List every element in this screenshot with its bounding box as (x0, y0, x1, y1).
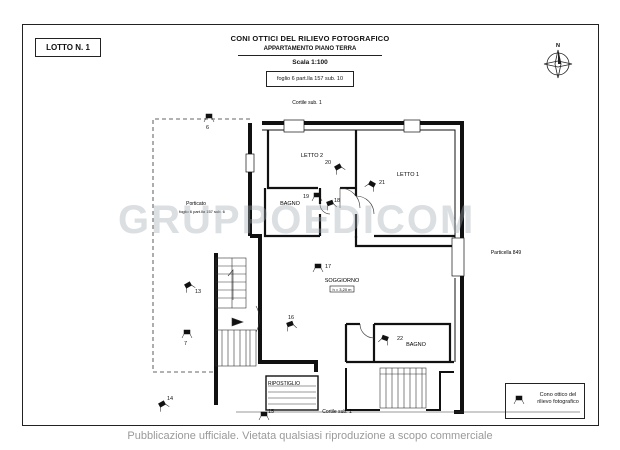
title-block: CONI OTTICI DEL RILIEVO FOTOGRAFICO APPA… (220, 34, 400, 66)
north-arrow-icon: N (543, 43, 573, 79)
room-height: h = 3,20 m (332, 287, 352, 292)
legend-camera-icon (513, 395, 525, 405)
camera-icon (378, 334, 389, 346)
room-soggiorno: SOGGIORNO (325, 278, 360, 284)
room-bagno-top: BAGNO (280, 201, 301, 207)
viewpoint-14: 14 (167, 396, 173, 402)
camera-icon (364, 180, 376, 192)
stairs-left (215, 257, 257, 367)
north-label: N (556, 43, 560, 49)
porch-outline (152, 118, 250, 373)
stairs-bottom (379, 367, 427, 409)
camera-icon (311, 192, 323, 202)
viewpoint-labels: 6 20 21 19 18 17 13 16 7 22 14 15 (167, 125, 403, 415)
viewpoint-20: 20 (325, 160, 331, 166)
room-ripostiglio: RIPOSTIGLIO (268, 381, 300, 387)
door-swings (255, 187, 375, 339)
legend-box: Cono ottico del rilievo fotografico (505, 383, 585, 419)
lot-label: LOTTO N. 1 (35, 38, 101, 57)
scale-label: Scala 1:100 (292, 59, 328, 66)
cortile-top-label: Cortile sub. 1 (292, 100, 322, 106)
drawing-frame (22, 24, 599, 426)
viewpoint-6: 6 (206, 125, 209, 131)
viewpoint-18: 18 (334, 198, 340, 204)
subtitle: APPARTAMENTO PIANO TERRA (263, 46, 357, 52)
porticato-sub-label: foglio 6 part.lla 157 sub. 6 (179, 209, 226, 214)
room-letto-2: LETTO 2 (301, 153, 323, 159)
windows (245, 119, 465, 277)
camera-icon (312, 263, 324, 273)
viewpoint-15: 15 (268, 409, 274, 415)
room-letto-1: LETTO 1 (397, 172, 419, 178)
ripostiglio-hatch (268, 385, 316, 405)
camera-icon (334, 163, 346, 175)
camera-icon (326, 199, 337, 211)
footer-notice: Pubblicazione ufficiale. Vietata qualsia… (127, 430, 493, 442)
bottom-wall (345, 368, 454, 411)
viewpoint-7: 7 (184, 341, 187, 347)
viewpoint-19: 19 (303, 194, 309, 200)
camera-icon (158, 400, 170, 412)
legend-label: Cono ottico del rilievo fotografico (537, 392, 579, 405)
viewpoint-13: 13 (195, 289, 201, 295)
camera-icon (286, 320, 297, 332)
height-box (329, 285, 355, 293)
camera-icon (258, 411, 270, 421)
main-title: CONI OTTICI DEL RILIEVO FOTOGRAFICO (230, 34, 390, 43)
room-bagno-bottom: BAGNO (406, 342, 427, 348)
camera-icon (184, 281, 196, 293)
cortile-bottom-label: Cortile sub. 1 (322, 409, 352, 415)
viewpoint-21: 21 (379, 180, 385, 186)
particella-label: Particella 849 (491, 250, 522, 256)
storage-room (265, 375, 319, 411)
camera-icon (203, 113, 215, 123)
viewpoint-16: 16 (288, 315, 294, 321)
camera-viewpoints (158, 113, 389, 421)
watermark: GRUPPOEDICOM (118, 198, 476, 242)
interior-walls (260, 130, 455, 364)
cadastral-label: foglio 6 part.lla 157 sub. 10 (266, 71, 354, 87)
viewpoint-22: 22 (397, 336, 403, 342)
porticato-label: Porticato (186, 201, 206, 207)
camera-icon (181, 329, 193, 339)
viewpoint-17: 17 (325, 264, 331, 270)
title-rule (238, 55, 382, 56)
